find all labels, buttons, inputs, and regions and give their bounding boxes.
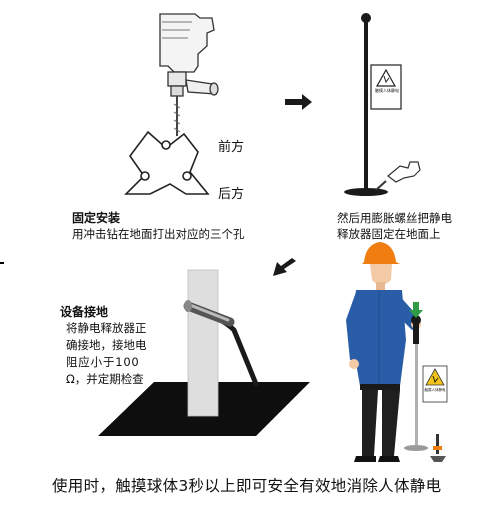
hand-screwdriver-icon: [375, 161, 421, 191]
usage-caption: 使用时，触摸球体3秒以上即可安全有效地消除人体静电: [52, 477, 442, 495]
step3-line: Ω，并定期检查: [66, 372, 144, 386]
ground-rod-icon: [183, 300, 235, 327]
step3-line: 确接地，接地电: [66, 338, 147, 352]
pole-sign-text: 触摸人体静电: [375, 88, 399, 93]
impact-drill-icon: [159, 13, 219, 136]
arrow-right-icon: [285, 94, 312, 110]
back-label: 后方: [218, 187, 245, 202]
static-release-pole-icon: [344, 13, 402, 196]
step3-line: 将静电释放器正: [66, 321, 147, 335]
step3-line: 阻应小于100: [66, 355, 140, 369]
device-sign-text: 触摸人体静电: [424, 388, 446, 392]
step1-description: 用冲击钻在地面打出对应的三个孔: [72, 227, 245, 241]
step2-description-line1: 然后用膨胀螺丝把静电: [337, 211, 452, 225]
step1-title: 固定安装: [72, 211, 121, 225]
hole-pattern-diagram: [124, 130, 210, 195]
grounding-diagram: [98, 269, 310, 436]
static-release-device-icon: [404, 315, 448, 451]
front-label: 前方: [218, 140, 245, 155]
worker-figure: [346, 242, 421, 462]
arrow-down-left-icon: [273, 258, 296, 276]
ground-clamp-icon: [430, 434, 446, 462]
step2-description-line2: 释放器固定在地面上: [337, 227, 441, 241]
arrow-down-icon: [409, 302, 423, 318]
step3-title: 设备接地: [60, 305, 109, 319]
